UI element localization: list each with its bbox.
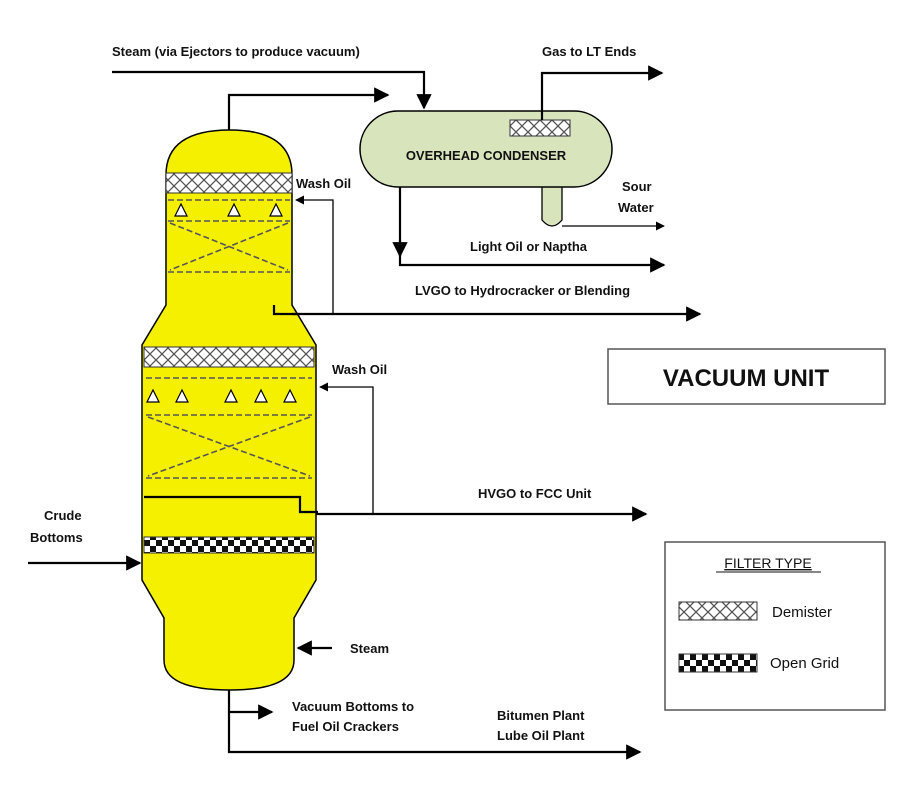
light-oil-line — [398, 187, 666, 273]
wash-oil-mid-line — [319, 382, 374, 514]
legend-open-grid-label: Open Grid — [770, 655, 839, 672]
overhead-condenser: OVERHEAD CONDENSER — [359, 110, 613, 227]
spray-nozzles-top — [174, 202, 283, 217]
condenser-label: OVERHEAD CONDENSER — [406, 148, 567, 163]
label-vac-bottoms-2: Fuel Oil Crackers — [292, 719, 399, 734]
demister-pad-top — [165, 172, 293, 194]
label-sour-water-2: Water — [618, 200, 654, 215]
label-crude-2: Bottoms — [30, 530, 83, 545]
condenser-demister — [509, 119, 571, 137]
vacuum-bottoms-line — [227, 690, 642, 760]
wash-oil-top-line — [295, 195, 334, 314]
label-hvgo: HVGO to FCC Unit — [478, 486, 592, 501]
label-sour-water-1: Sour — [622, 179, 652, 194]
label-vac-bottoms-1: Vacuum Bottoms to — [292, 699, 414, 714]
legend-open-grid-swatch — [678, 653, 758, 673]
vacuum-column — [141, 129, 318, 691]
label-bitumen-2: Lube Oil Plant — [497, 728, 585, 743]
diagram-title: VACUUM UNIT — [663, 365, 830, 392]
legend-title: FILTER TYPE — [724, 555, 811, 571]
open-grid-bed — [143, 536, 315, 554]
label-light-oil: Light Oil or Naptha — [470, 239, 588, 254]
overhead-vapor-line — [227, 87, 390, 130]
label-steam-ejectors: Steam (via Ejectors to produce vacuum) — [112, 44, 360, 59]
condenser-boot — [541, 177, 563, 227]
label-gas-lt-ends: Gas to LT Ends — [542, 44, 636, 59]
label-steam-bottom: Steam — [350, 641, 389, 656]
label-wash-oil-top: Wash Oil — [296, 176, 351, 191]
title-box: VACUUM UNIT — [607, 348, 886, 405]
steam-ejector-line — [112, 70, 432, 110]
label-crude-1: Crude — [44, 508, 82, 523]
label-lvgo: LVGO to Hydrocracker or Blending — [415, 283, 630, 298]
demister-pad-middle — [143, 346, 315, 368]
gas-lt-ends-line — [540, 65, 664, 120]
label-bitumen-1: Bitumen Plant — [497, 708, 585, 723]
legend-demister-label: Demister — [772, 604, 832, 621]
label-wash-oil-mid: Wash Oil — [332, 362, 387, 377]
legend: FILTER TYPE Demister Open Grid — [664, 541, 886, 711]
spray-nozzles-middle — [146, 388, 297, 403]
legend-demister-swatch — [678, 601, 758, 621]
